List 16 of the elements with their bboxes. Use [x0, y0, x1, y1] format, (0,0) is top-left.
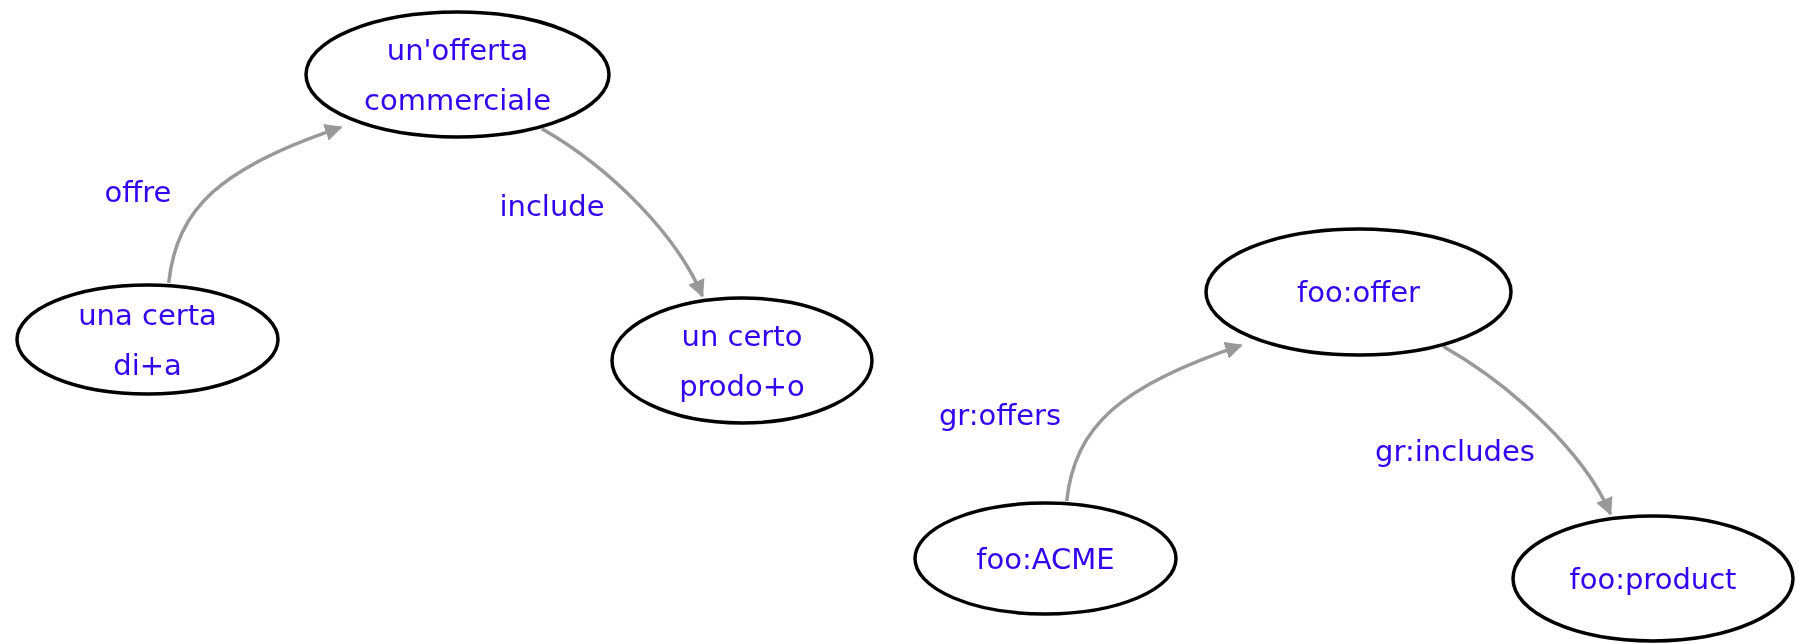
- ellipse-node: [610, 296, 874, 425]
- ellipse-node: [304, 10, 611, 139]
- arrow: [541, 127, 704, 298]
- arrow: [166, 124, 343, 284]
- node-label: foo:ACME: [975, 540, 1116, 578]
- ellipse-node: [913, 501, 1178, 616]
- node-label: una certa di+a: [77, 296, 218, 384]
- ellipse-node: [15, 283, 280, 396]
- arrow: [1442, 345, 1612, 516]
- node-label: un'offerta commerciale: [363, 31, 552, 119]
- arrow: [1064, 342, 1243, 502]
- node-label: un certo prodo+o: [678, 317, 806, 405]
- ellipse-node: [1511, 514, 1795, 643]
- node-label: foo:offer: [1296, 274, 1421, 311]
- ellipse-node: [1204, 227, 1513, 357]
- node-label: foo:product: [1568, 560, 1738, 598]
